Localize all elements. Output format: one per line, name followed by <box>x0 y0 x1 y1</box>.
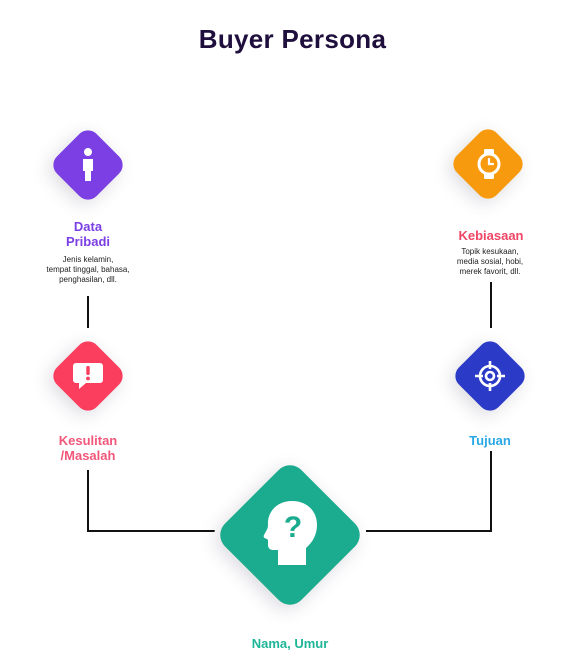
person-icon <box>83 148 93 181</box>
alert-bubble-icon <box>73 363 103 389</box>
watch-icon <box>477 149 501 179</box>
target-icon <box>475 361 505 391</box>
connector-right-lower <box>366 451 492 532</box>
label-tujuan: Tujuan <box>469 433 511 448</box>
label-data-pribadi: Data Pribadi <box>65 219 111 249</box>
head-question-icon: ? <box>263 501 317 565</box>
label-nama-umur: Nama, Umur <box>251 636 329 651</box>
svg-text:?: ? <box>284 511 302 544</box>
connector-left-lower <box>87 470 215 532</box>
label-kesulitan-masalah: Kesulitan /Masalah <box>58 433 118 463</box>
label-kebiasaan: Kebiasaan <box>458 228 524 243</box>
page-title: Buyer Persona <box>198 24 387 54</box>
desc-data-pribadi: Jenis kelamin, tempat tinggal, bahasa, p… <box>46 255 130 284</box>
desc-kebiasaan: Topik kesukaan, media sosial, hobi, mere… <box>456 247 524 276</box>
